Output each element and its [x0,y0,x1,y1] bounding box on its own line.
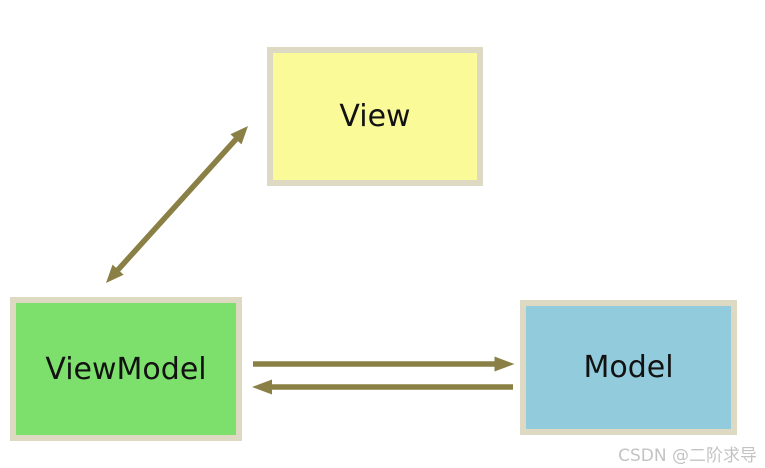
arrowhead-up-icon [230,126,248,145]
view-viewmodel-bidirectional-arrow [106,126,248,283]
viewmodel-to-model-arrow [253,356,515,372]
node-view-label: View [339,99,411,134]
arrow-shaft [113,135,241,274]
arrowhead-left-icon [252,379,272,395]
node-viewmodel: ViewModel [10,297,242,441]
model-to-viewmodel-arrow [252,379,513,395]
arrowhead-right-icon [494,356,515,372]
node-view: View [267,47,483,186]
node-model-label: Model [583,350,674,385]
arrowhead-down-icon [106,264,124,283]
node-viewmodel-label: ViewModel [45,351,207,387]
csdn-watermark: CSDN @二阶求导 [618,446,757,466]
node-model: Model [520,300,737,435]
